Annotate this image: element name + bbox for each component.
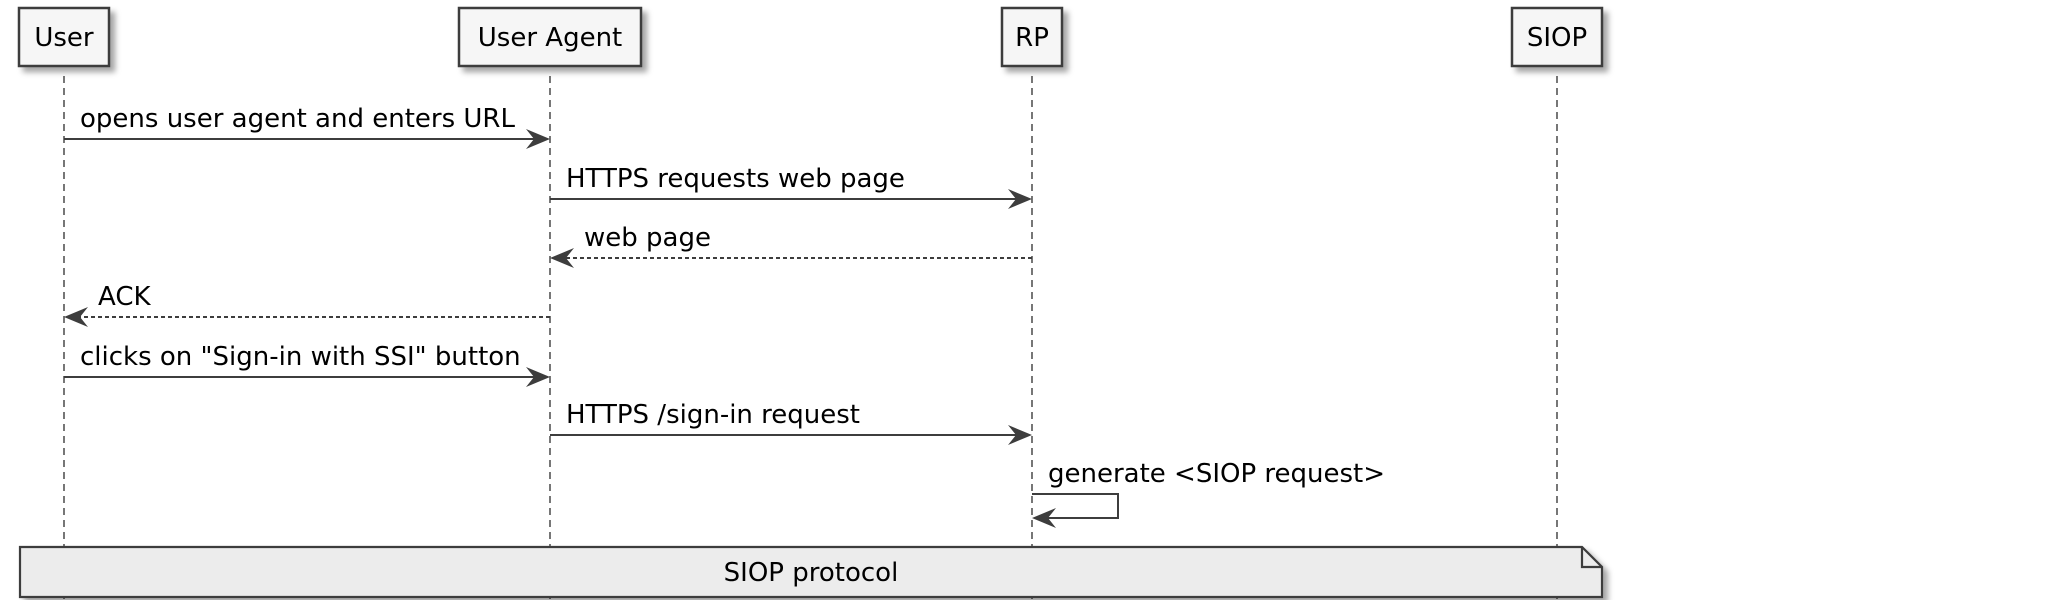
note-box <box>18 545 1604 599</box>
participant-box-siop <box>1510 6 1604 68</box>
message-label: HTTPS /sign-in request <box>566 400 860 430</box>
message-arrowhead <box>64 307 88 327</box>
message-2: web page <box>550 223 1032 268</box>
message-label: ACK <box>98 282 151 312</box>
message-label: opens user agent and enters URL <box>80 104 515 134</box>
note-fold-corner <box>1580 547 1602 569</box>
message-label: HTTPS requests web page <box>566 164 905 194</box>
message-label: web page <box>584 223 711 253</box>
message-arrowhead <box>1032 508 1056 528</box>
message-6: generate <SIOP request> <box>1032 459 1385 528</box>
message-0: opens user agent and enters URL <box>64 104 550 149</box>
participant-box-user-agent <box>457 6 643 68</box>
message-arrowhead <box>526 129 550 149</box>
message-arrowhead <box>550 248 574 268</box>
message-arrowhead <box>1008 189 1032 209</box>
message-label: clicks on "Sign-in with SSI" button <box>80 342 521 372</box>
participants: User User Agent RP SIOP <box>17 6 1604 68</box>
message-arrowhead <box>526 367 550 387</box>
message-1: HTTPS requests web page <box>550 164 1032 209</box>
participant-box-rp <box>1000 6 1064 68</box>
note-siop-protocol: SIOP protocol <box>18 545 1604 599</box>
participant-label-rp: RP <box>1015 23 1049 53</box>
message-arrowhead <box>1008 425 1032 445</box>
message-label: generate <SIOP request> <box>1048 459 1385 489</box>
participant-label-siop: SIOP <box>1527 23 1587 53</box>
note-label: SIOP protocol <box>724 558 899 588</box>
self-message-line <box>1032 493 1119 519</box>
message-5: HTTPS /sign-in request <box>550 400 1032 445</box>
participant-label-user-agent: User Agent <box>478 23 623 53</box>
message-4: clicks on "Sign-in with SSI" button <box>64 342 550 387</box>
lifelines <box>63 76 1558 600</box>
participant-box-user <box>17 6 111 68</box>
messages: opens user agent and enters URL HTTPS req… <box>64 104 1385 528</box>
note-layer: SIOP protocol <box>18 545 1604 599</box>
message-3: ACK <box>64 282 550 327</box>
participant-label-user: User <box>34 23 94 53</box>
